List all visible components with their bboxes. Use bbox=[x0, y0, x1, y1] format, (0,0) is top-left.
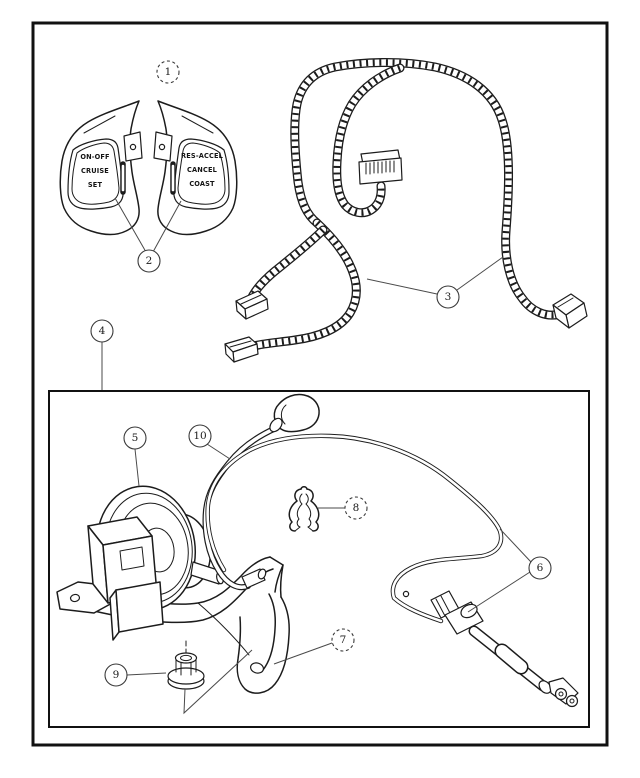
callout-7-number: 7 bbox=[340, 634, 347, 646]
callout-8-number: 8 bbox=[353, 502, 360, 514]
callout-5-number: 5 bbox=[132, 432, 139, 444]
callout-4-number: 4 bbox=[99, 325, 106, 337]
left-switch: ON-OFF CRUISE SET bbox=[59, 100, 143, 236]
callout-3-number: 3 bbox=[445, 291, 452, 303]
callout-9-number: 9 bbox=[113, 669, 120, 681]
left-switch-screw-hole bbox=[129, 143, 137, 151]
vacuum-hose bbox=[206, 393, 320, 589]
harness-connector-center bbox=[358, 149, 403, 185]
callout-8: 8 bbox=[344, 496, 368, 520]
cable-stop bbox=[402, 590, 410, 598]
hose-elbow-boot bbox=[269, 393, 320, 433]
right-switch-label-3: COAST bbox=[189, 180, 215, 188]
left-switch-label-1: ON-OFF bbox=[80, 153, 109, 161]
foot-mount-hole bbox=[69, 593, 81, 603]
callout-4: 4 bbox=[90, 319, 114, 343]
wiring-harness bbox=[224, 63, 588, 363]
callout-6: 6 bbox=[528, 556, 552, 580]
cable-end-fitting bbox=[538, 677, 579, 708]
leader-lines bbox=[101, 197, 532, 715]
left-switch-label-2: CRUISE bbox=[81, 167, 109, 175]
callout-1-number: 1 bbox=[165, 66, 172, 78]
harness-connector-right bbox=[552, 293, 588, 329]
callout-7: 7 bbox=[331, 628, 355, 652]
servo-solenoid-block bbox=[87, 516, 164, 641]
outer-border bbox=[31, 21, 609, 747]
callout-1: 1 bbox=[156, 60, 180, 84]
steering-wheel-switches: ON-OFF CRUISE SET RES-ACCEL CANCEL COAST bbox=[59, 100, 238, 236]
inner-panel-border bbox=[48, 390, 590, 728]
servo-pull-rod bbox=[190, 561, 222, 585]
left-switch-label-3: SET bbox=[88, 181, 103, 189]
right-switch-label-1: RES-ACCEL bbox=[181, 152, 224, 160]
callout-9: 9 bbox=[104, 663, 128, 687]
callout-2: 2 bbox=[137, 249, 161, 273]
right-switch-screw-hole bbox=[158, 143, 166, 151]
flange-nut bbox=[167, 640, 205, 690]
harness-connector-left-upper bbox=[235, 290, 269, 320]
callout-10-number: 10 bbox=[193, 430, 206, 442]
bracket-mount-hole bbox=[249, 662, 265, 674]
retaining-clip bbox=[288, 486, 320, 532]
hose-port-fitting bbox=[241, 568, 267, 589]
callout-2-number: 2 bbox=[146, 255, 153, 267]
callout-3: 3 bbox=[436, 285, 460, 309]
callout-6-number: 6 bbox=[537, 562, 544, 574]
right-switch-label-2: CANCEL bbox=[187, 166, 218, 174]
callout-10: 10 bbox=[188, 424, 212, 448]
right-switch: RES-ACCEL CANCEL COAST bbox=[153, 100, 238, 236]
callout-5: 5 bbox=[123, 426, 147, 450]
harness-connector-left-lower bbox=[224, 336, 259, 363]
